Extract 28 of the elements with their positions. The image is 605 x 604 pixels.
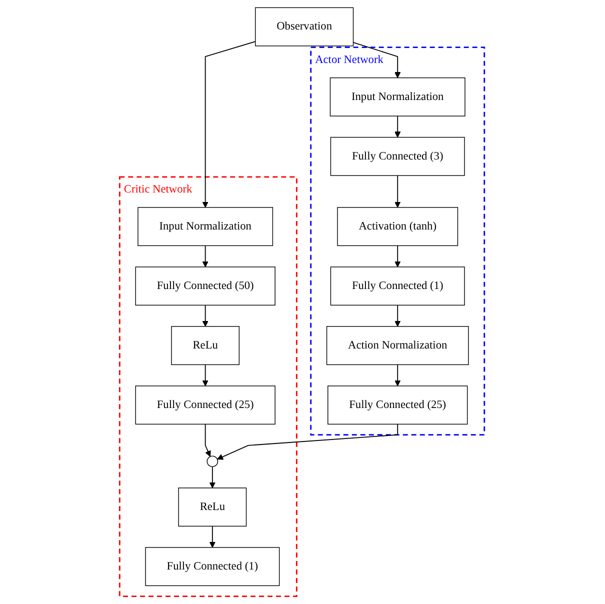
node-box: Action Normalization (326, 326, 470, 366)
arrow (210, 526, 216, 548)
arrow (202, 245, 209, 268)
arrow (202, 304, 209, 327)
arrow (202, 364, 209, 386)
arrow (394, 245, 402, 268)
node-box: Input Normalization (330, 77, 466, 116)
node-box: Observation (255, 7, 354, 46)
node-box: Activation (tanh) (338, 207, 459, 246)
arrow (205, 424, 212, 457)
arrow (394, 175, 402, 208)
arrow (394, 364, 402, 386)
node-box: ReLu (172, 326, 240, 366)
node-box: Fully Connected (1) (146, 547, 280, 586)
node-box: Fully Connected (50) (136, 266, 276, 306)
arrow (394, 304, 402, 327)
arrow (217, 424, 399, 460)
arrow (202, 41, 256, 208)
arrow (394, 116, 402, 138)
node-circle (207, 456, 219, 468)
arrow (353, 42, 402, 78)
node-box: Fully Connected (25) (328, 386, 468, 425)
node-box: Fully Connected (3) (330, 136, 466, 176)
node-box: Fully Connected (1) (330, 266, 466, 306)
node-box: Input Normalization (138, 207, 274, 246)
arrow (210, 466, 216, 488)
node-box: ReLu (178, 488, 248, 527)
node-box: Fully Connected (25) (136, 386, 276, 425)
